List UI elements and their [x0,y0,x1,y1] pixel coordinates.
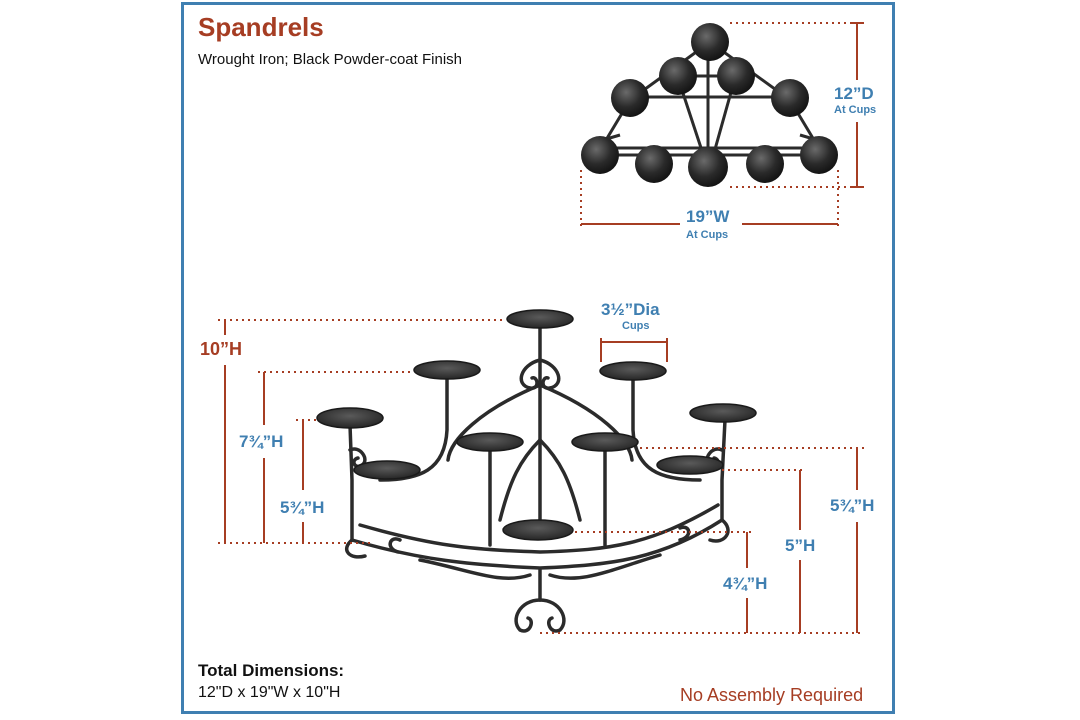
top-view-dimensions [580,22,864,230]
front-cup [456,432,524,452]
cup-diameter-note: Cups [622,320,650,332]
front-cup [689,403,757,423]
top-cup [611,79,649,117]
top-cup [581,136,619,174]
top-cup [771,79,809,117]
height-label-bottom-cup: 4¾”H [723,574,768,593]
front-cup [571,432,639,452]
front-cup [599,361,667,381]
material-subtitle: Wrought Iron; Black Powder-coat Finish [198,51,463,68]
top-cup [800,136,838,174]
total-dimensions-value: 12"D x 19"W x 10"H [198,684,341,701]
top-cup [659,57,697,95]
front-cup [502,519,574,541]
top-cup [688,147,728,187]
assembly-note: No Assembly Required [680,685,864,705]
depth-dimension-note: At Cups [834,104,877,116]
front-view-cups [316,309,757,541]
total-dimensions-label: Total Dimensions: [198,661,345,680]
height-label-right-cup: 5”H [785,536,816,555]
top-cup [635,145,673,183]
front-view-dimensions [218,319,864,634]
height-label-left-cup: 5¾”H [280,498,325,517]
top-cup [691,23,729,61]
height-label-overall: 10”H [200,339,243,359]
top-cup [717,57,755,95]
depth-dimension-label: 12”D [834,84,874,103]
front-cup [506,309,574,329]
page-title: Spandrels [198,12,324,42]
front-cup [413,360,481,380]
width-dimension-note: At Cups [686,229,729,241]
top-view-cups [581,23,838,187]
front-cup [316,407,384,429]
top-cup [746,145,784,183]
height-label-second-tier: 7¾”H [239,432,284,451]
front-cup [656,455,724,475]
front-view-illustration [345,323,730,633]
width-dimension-label: 19”W [686,207,730,226]
height-label-right-outer: 5¾”H [830,496,875,515]
product-frame [181,2,895,714]
front-cup [353,460,421,480]
cup-diameter-label: 3½”Dia [601,300,660,319]
